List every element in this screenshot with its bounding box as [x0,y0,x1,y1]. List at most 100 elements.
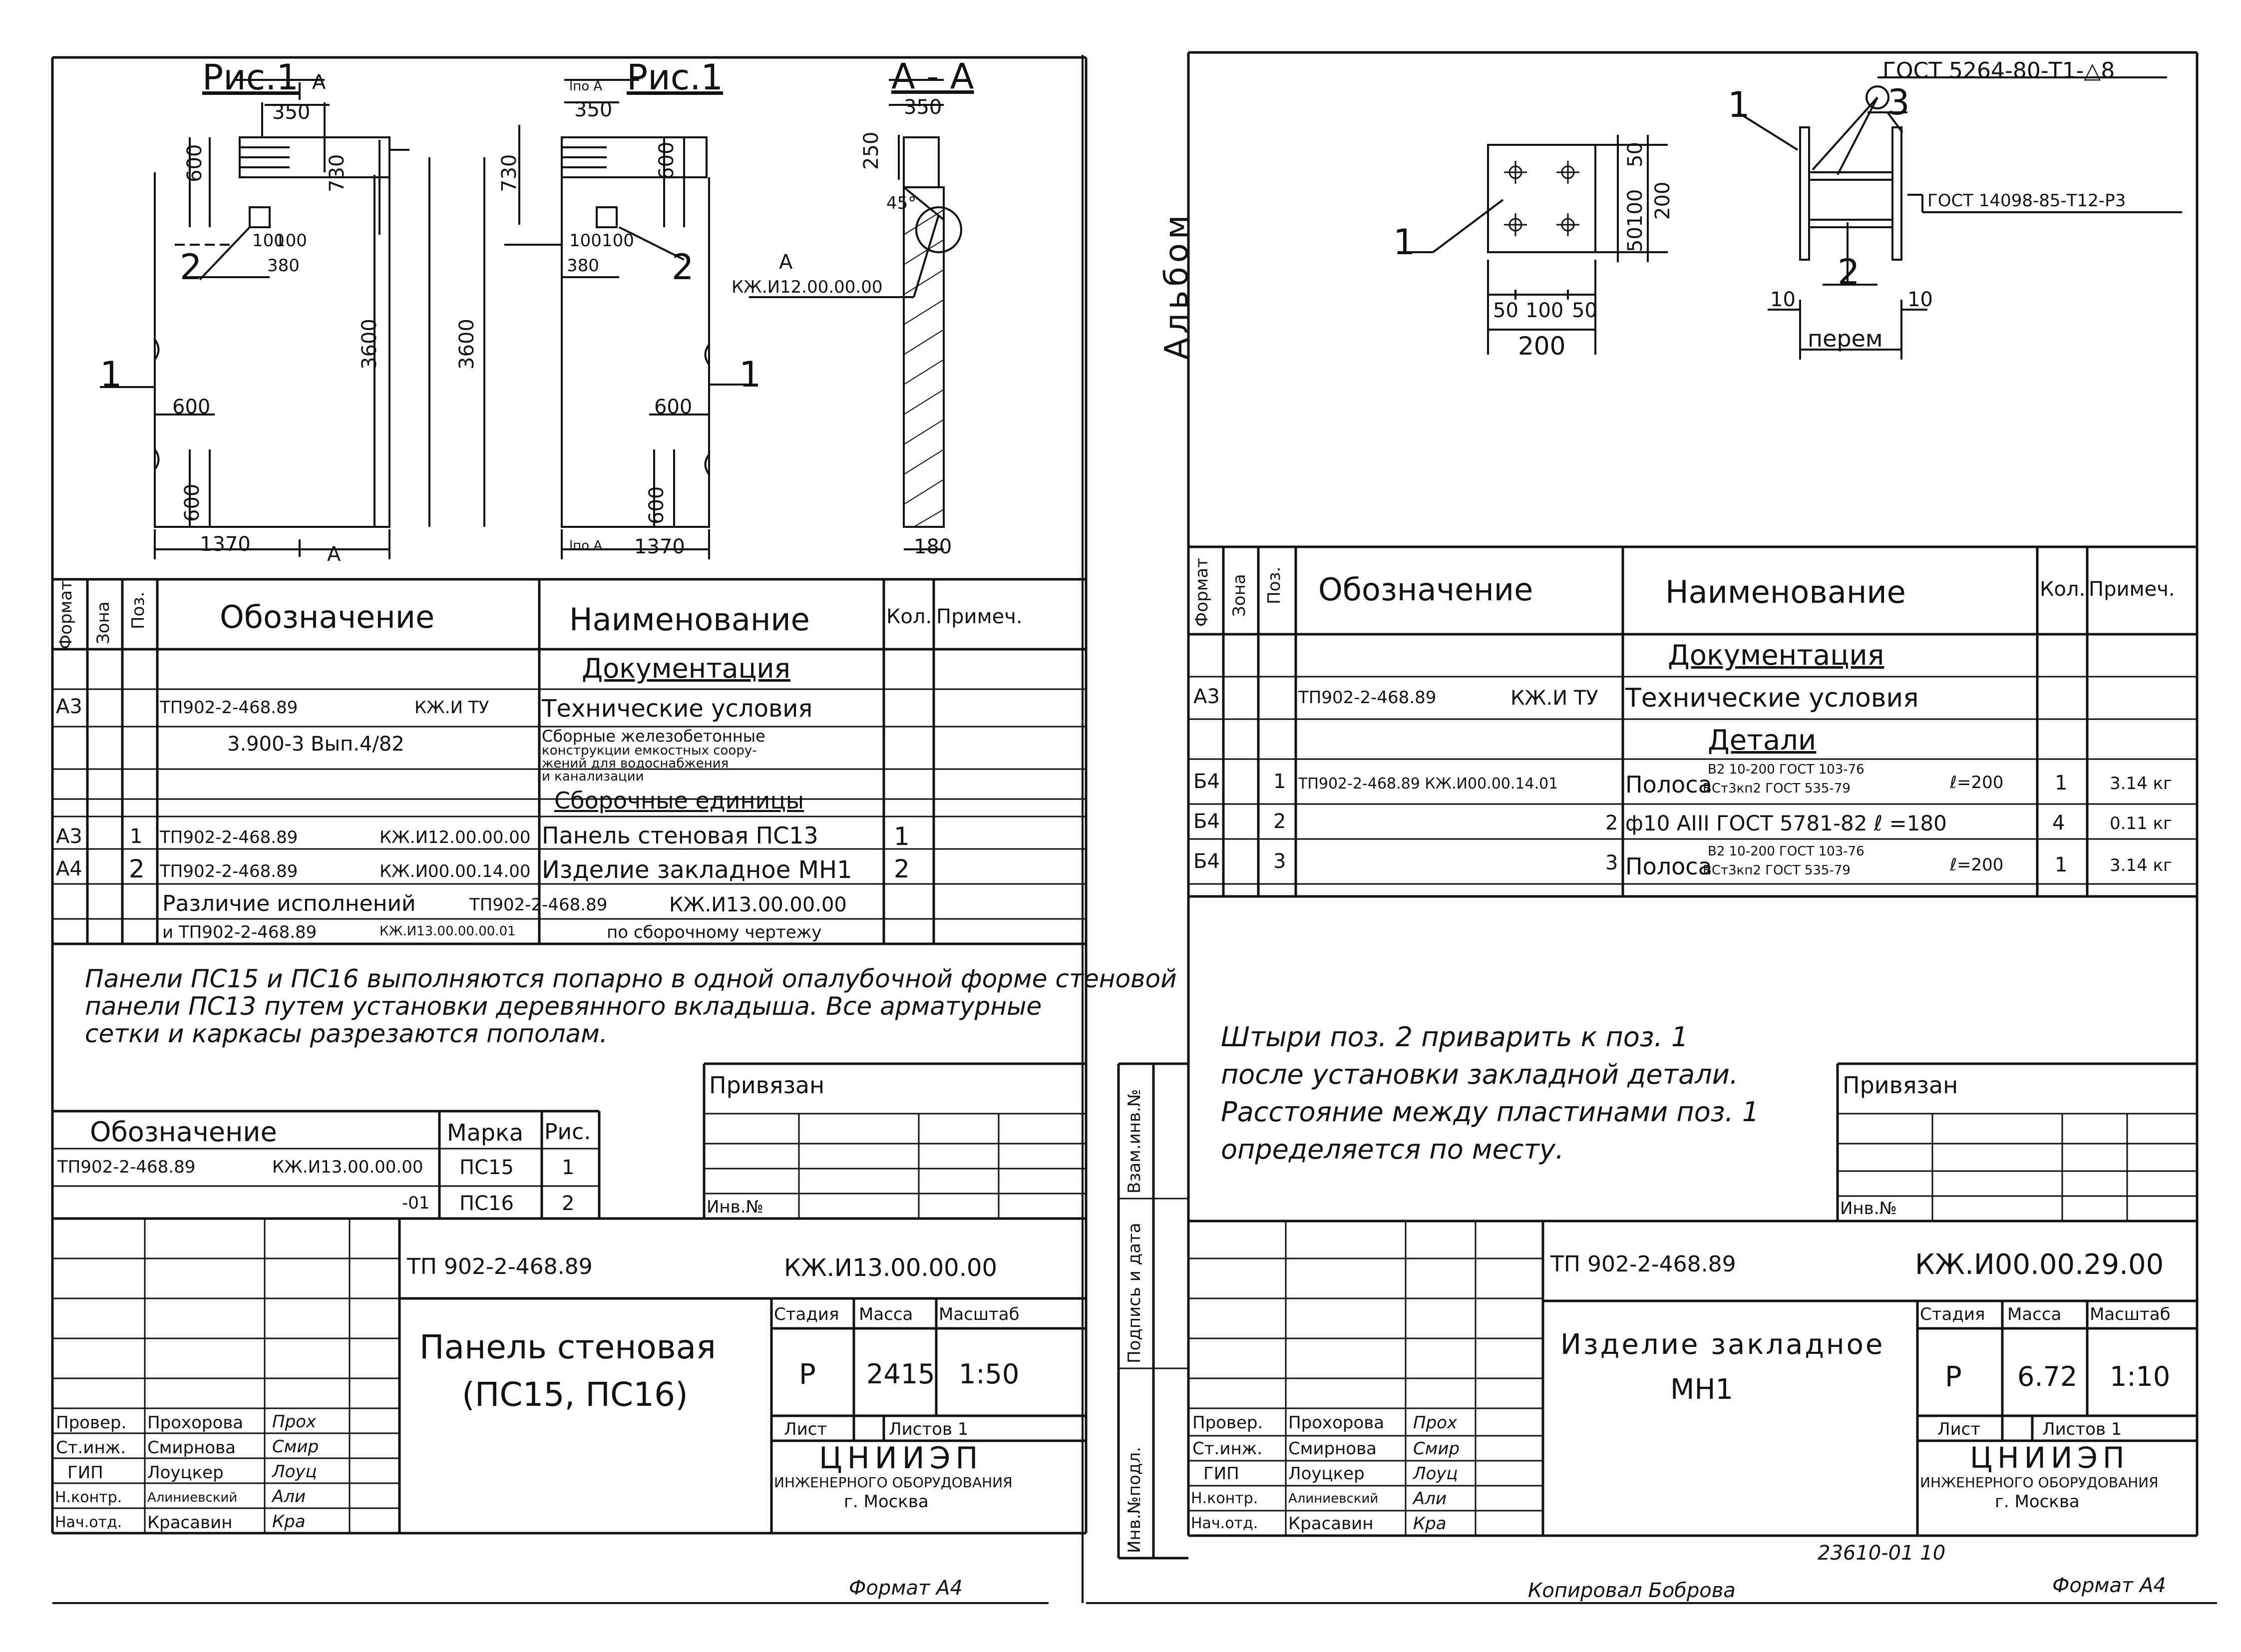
row-frac-bot: ВСт3кп2 ГОСТ 535-79 [1703,863,1851,878]
note-line: после установки закладной детали. [1221,1059,1739,1090]
row-variants: КЖ.И13.00.00.00 [669,893,847,916]
section-assembly: Сборочные единицы [554,787,804,814]
tb-sheets: Листов 1 [889,1419,969,1439]
fig-label-1: Рис.1 [202,57,299,98]
row-note: 0.11 кг [2110,814,2172,833]
var-col-designation: Обозначение [90,1116,277,1148]
tb-code: КЖ.И13.00.00.00 [784,1254,998,1282]
dim-label: 380 [567,256,599,276]
bound-label: Привязан [1843,1072,1958,1099]
bound-label: Привязан [709,1072,825,1099]
row-format: Б4 [1193,810,1220,833]
dim-label: 100 [252,231,285,251]
col-qty: Кол. [886,605,932,628]
tb-scale-h: Масштаб [2090,1304,2171,1324]
dim-label: 100 [1525,299,1564,322]
dim-label: 50 [1624,142,1647,167]
col-note: Примеч. [936,605,1023,628]
row-format: Б4 [1193,770,1220,793]
col-designation: Обозначение [220,599,435,635]
tb-signature: Лоуц [1413,1464,1458,1484]
inv-label: Инв.№ [1840,1199,1897,1219]
col-name: Наименование [1665,574,1906,610]
side-label: Взам.инв.№ [1124,1089,1144,1194]
dim-label: 250 [860,131,883,170]
dim-label: 3600 [358,319,381,370]
row-code: КЖ.И00.00.14.00 [379,861,531,881]
tb-stage-h: Стадия [774,1304,839,1324]
row-len: ℓ=200 [1950,773,2004,793]
row-name: конструкции емкостных соору- [542,743,757,758]
dim-label: 3600 [455,319,478,370]
dim-label: 10 [1907,288,1933,311]
tb-name: Лоуцкер [147,1463,224,1483]
tb-role: Нач.отд. [1191,1515,1258,1532]
tb-signature: Прох [272,1412,317,1432]
dim-label: 600 [183,144,206,182]
row-name: и канализации [542,769,644,784]
row-code: КЖ.И12.00.00.00 [379,827,531,847]
tb-name: Красавин [1288,1514,1374,1534]
col-qty: Кол. [2040,578,2086,601]
row-code: 3 [1605,851,1618,874]
tb-name: Алиниевский [1288,1491,1379,1506]
row-name: Изделие закладное МН1 [542,856,852,884]
tb-title: Панель стеновая [419,1328,716,1366]
row-variants: и ТП902-2-468.89 [162,922,317,942]
var-fig: 1 [562,1156,575,1179]
note-line: сетки и каркасы разрезаются пополам. [85,1019,608,1048]
callout-2: 2 [1838,252,1860,293]
var-mark: ПС16 [459,1192,514,1215]
dim-label: 1370 [200,533,251,556]
row-frac-bot: ВСт3кп2 ГОСТ 535-79 [1703,781,1851,796]
note-line: Панели ПС15 и ПС16 выполняются попарно в… [85,964,1177,993]
format-label: Формат А4 [2052,1574,2166,1597]
inv-label: Инв.№ [707,1197,763,1217]
row-frac-top: В2 10-200 ГОСТ 103-76 [1708,762,1865,777]
tb-mass: 2415 [866,1358,935,1390]
tb-signature: Смир [1413,1439,1460,1459]
tb-name: Красавин [147,1513,233,1533]
tb-role: ГИП [67,1463,103,1483]
row-qty: 1 [2055,772,2068,795]
dim-label: 100 [602,231,634,251]
row-code: КЖ.И ТУ [1510,687,1598,710]
tb-scale-h: Масштаб [939,1304,1020,1324]
format-label: Формат А4 [849,1577,963,1600]
tb-role: Провер. [56,1413,127,1433]
row-name: Панель стеновая ПС13 [542,822,818,849]
row-format: Б4 [1193,850,1220,873]
tb-role: ГИП [1203,1464,1239,1484]
var-fig: 2 [562,1192,575,1215]
row-pos: 3 [1273,850,1286,873]
tb-project: ТП 902-2-468.89 [407,1254,593,1279]
cut-mark: А [312,71,326,94]
row-pos: 1 [1273,770,1286,793]
tb-signature: Али [1413,1489,1447,1509]
var-code: КЖ.И13.00.00.00 [272,1157,423,1177]
side-label: Подпись и дата [1124,1223,1144,1363]
col-format: Формат [56,580,76,649]
dim-label: 600 [172,396,211,418]
row-pos: 2 [1273,810,1286,833]
dim-label: 350 [574,98,613,121]
tb-signature: Али [272,1487,306,1507]
tb-name: Алиниевский [147,1490,238,1505]
callout-1: 1 [1393,222,1416,263]
tb-name: Лоуцкер [1288,1464,1365,1484]
side-label: Инв.№подл. [1124,1447,1144,1553]
weld-spec: ГОСТ 5264-80-Т1-△8 [1882,58,2115,83]
tb-role: Н.контр. [55,1489,122,1506]
var-code: ТП902-2-468.89 [57,1157,196,1177]
row-code: КЖ.И ТУ [414,698,489,718]
col-designation: Обозначение [1318,571,1533,608]
row-code: ТП902-2-468.89 [160,827,298,847]
section-documentation: Документация [1668,639,1884,672]
row-len: ℓ=200 [1950,855,2004,875]
tb-signature: Лоуц [272,1462,317,1482]
tb-signature: Смир [272,1437,319,1457]
row-code: ТП902-2-468.89 [1298,688,1437,708]
dim-label: 1370 [634,535,685,558]
row-name: Полоса [1625,771,1712,798]
dim-label: 350 [272,101,311,124]
